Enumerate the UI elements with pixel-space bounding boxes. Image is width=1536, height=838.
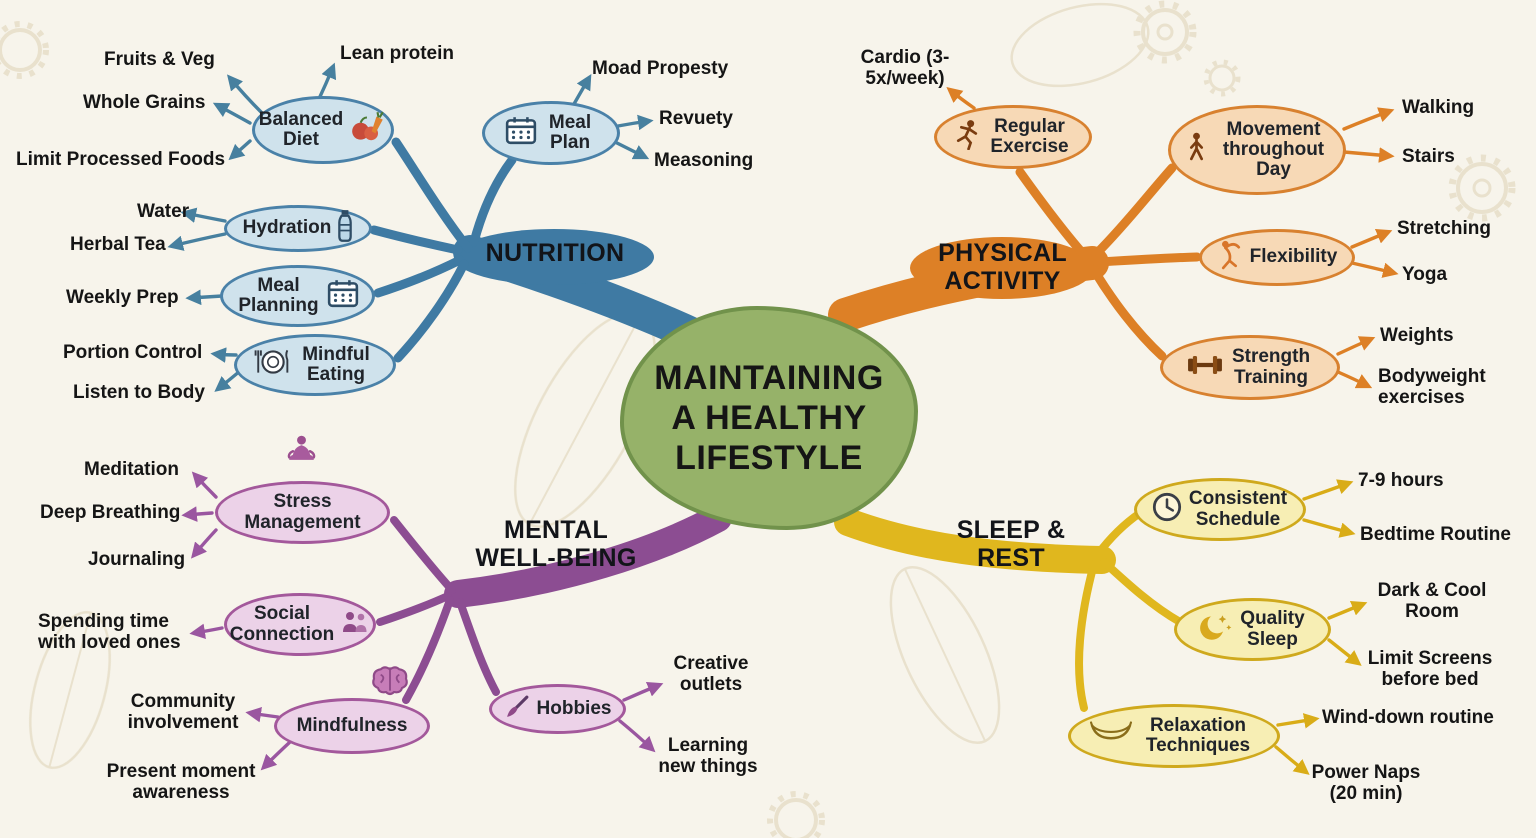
plate-icon <box>254 347 290 382</box>
leaf-spending-time: Spending time with loved ones <box>38 611 181 654</box>
leaf-limit-screens: Limit Screens before bed <box>1367 648 1493 691</box>
leaf-meditation: Meditation <box>84 459 179 480</box>
node-hydration: Hydration <box>224 205 372 252</box>
node-label: Regular Exercise <box>990 115 1069 157</box>
branch-label-sleep-rest: SLEEP & REST <box>956 516 1066 572</box>
meditation-icon <box>283 434 320 471</box>
runner-icon <box>953 119 980 155</box>
central-topic-label: MAINTAINING A HEALTHY LIFESTYLE <box>654 358 884 478</box>
leaf-weekly-prep: Weekly Prep <box>66 287 179 308</box>
node-strength-training: Strength Training <box>1160 335 1340 400</box>
node-label: Meal Plan <box>548 111 592 153</box>
leaf-whole-grains: Whole Grains <box>83 92 206 113</box>
moon-icon <box>1198 612 1232 647</box>
node-meal-plan: Meal Plan <box>482 101 620 165</box>
leaf-moad-propesty: Moad Propesty <box>592 58 729 79</box>
leaf-wind-down-routine: Wind-down routine <box>1322 707 1494 728</box>
node-meal-planning: Meal Planning <box>220 265 375 327</box>
node-label: Quality Sleep <box>1240 608 1305 650</box>
calendar-icon <box>327 278 359 313</box>
node-mindfulness: Mindfulness <box>274 698 430 754</box>
node-balanced-diet: Balanced Diet <box>252 96 394 164</box>
dumbbell-icon <box>1187 354 1223 381</box>
leaf-limit-processed-foods: Limit Processed Foods <box>16 149 226 170</box>
node-consistent-schedule: Consistent Schedule <box>1134 478 1306 541</box>
node-label: Hydration <box>242 217 332 239</box>
node-label: Mindfulness <box>296 714 408 736</box>
leaf-creative-outlets: Creative outlets <box>673 653 749 696</box>
leaf-dark-cool-room: Dark & Cool Room <box>1377 580 1487 623</box>
leaf-revuety: Revuety <box>659 108 733 129</box>
node-label: Strength Training <box>1231 346 1311 388</box>
brain-icon <box>370 664 410 701</box>
node-hobbies: Hobbies <box>489 684 626 734</box>
calendar-icon <box>505 115 537 150</box>
leaf-power-naps: Power Naps (20 min) <box>1311 762 1421 805</box>
node-flexibility: Flexibility <box>1199 229 1355 286</box>
node-label: Stress Management <box>244 491 361 533</box>
node-label: Balanced Diet <box>258 108 344 150</box>
clock-icon <box>1152 492 1182 527</box>
leaf-listen-to-body: Listen to Body <box>73 382 205 403</box>
leaf-lean-protein: Lean protein <box>340 43 455 64</box>
leaf-journaling: Journaling <box>88 549 186 570</box>
node-relaxation-techniques: Relaxation Techniques <box>1068 704 1280 768</box>
bottle-icon <box>337 209 353 248</box>
leaf-weights: Weights <box>1380 325 1454 346</box>
node-quality-sleep: Quality Sleep <box>1174 598 1331 661</box>
leaf-deep-breathing: Deep Breathing <box>40 502 181 523</box>
leaf-bodyweight-exercises: Bodyweight exercises <box>1378 366 1486 409</box>
node-label: Social Connection <box>229 603 335 645</box>
node-label: Flexibility <box>1249 246 1338 268</box>
leaf-stairs: Stairs <box>1402 146 1455 167</box>
node-label: Hobbies <box>536 697 612 719</box>
node-connectors <box>369 137 1202 712</box>
node-social-connection: Social Connection <box>224 593 376 656</box>
node-stress-management: Stress Management <box>215 481 390 544</box>
node-mindful-eating: Mindful Eating <box>234 334 396 396</box>
leaf-herbal-tea: Herbal Tea <box>70 234 166 255</box>
stretching-person-icon <box>1217 239 1244 275</box>
people-icon <box>340 610 370 639</box>
node-movement-throughout-day: Movement throughout Day <box>1168 105 1346 195</box>
leaf-cardio: Cardio (3-5x/week) <box>860 47 950 90</box>
leaf-water: Water <box>137 201 190 222</box>
node-label: Relaxation Techniques <box>1145 714 1251 756</box>
walking-person-icon <box>1183 132 1210 168</box>
leaf-arrows <box>167 62 1399 775</box>
fruits-icon <box>349 111 387 148</box>
leaf-7-9-hours: 7-9 hours <box>1358 470 1444 491</box>
leaf-yoga: Yoga <box>1402 264 1448 285</box>
node-label: Movement throughout Day <box>1222 118 1325 181</box>
node-label: Consistent Schedule <box>1188 488 1288 530</box>
branch-label-physical-activity: PHYSICAL ACTIVITY <box>938 239 1067 295</box>
leaf-learning-new-things: Learning new things <box>658 735 758 778</box>
leaf-fruits-veg: Fruits & Veg <box>104 49 215 70</box>
branch-label-mental-well-being: MENTAL WELL-BEING <box>475 516 637 572</box>
node-label: Mindful Eating <box>302 343 370 385</box>
paintbrush-icon <box>504 693 531 725</box>
leaf-portion-control: Portion Control <box>63 342 203 363</box>
hammock-icon <box>1090 721 1132 750</box>
node-regular-exercise: Regular Exercise <box>934 105 1092 169</box>
branch-label-nutrition: NUTRITION <box>485 239 625 267</box>
leaf-present-moment-awareness: Present moment awareness <box>106 761 256 804</box>
leaf-walking: Walking <box>1402 97 1475 118</box>
leaf-stretching: Stretching <box>1397 218 1491 239</box>
leaf-bedtime-routine: Bedtime Routine <box>1360 524 1511 545</box>
leaf-community-involvement: Community involvement <box>127 691 239 734</box>
central-topic: MAINTAINING A HEALTHY LIFESTYLE <box>620 306 918 530</box>
leaf-measoning: Measoning <box>654 150 754 171</box>
node-label: Meal Planning <box>238 274 319 316</box>
